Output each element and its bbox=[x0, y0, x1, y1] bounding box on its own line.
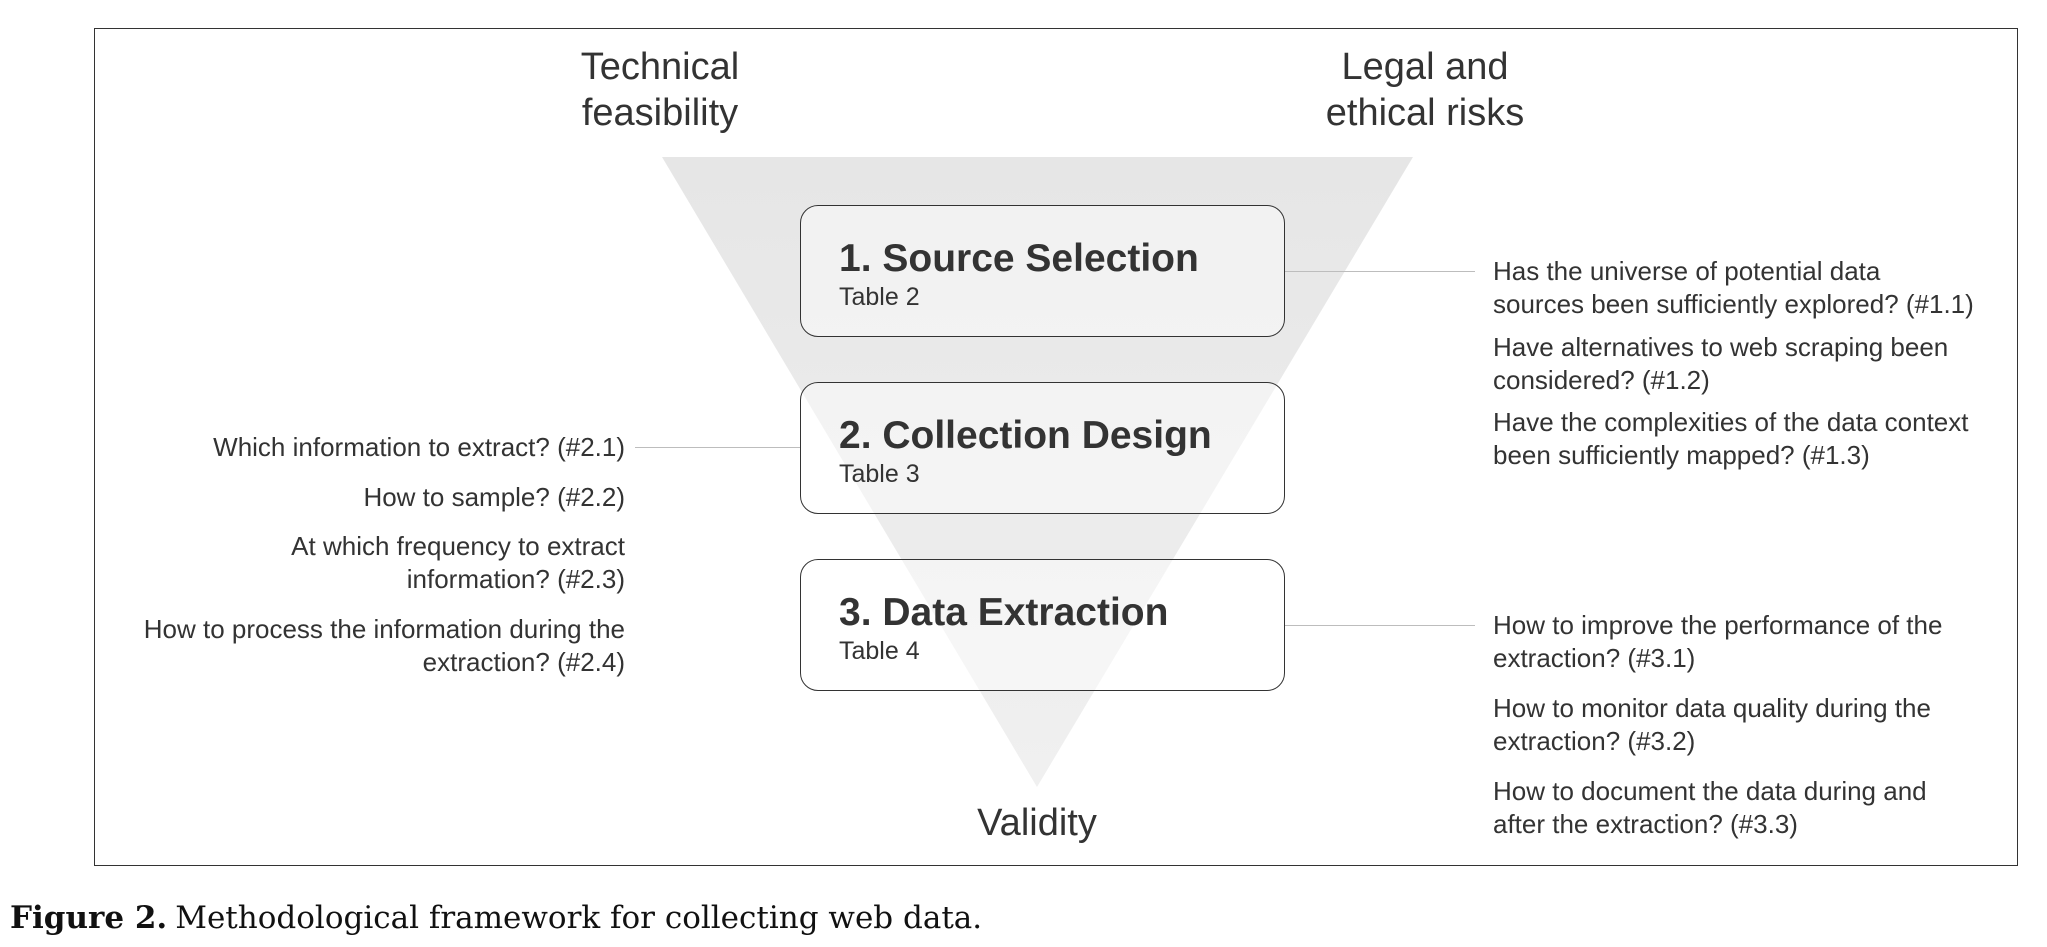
stage-table-ref: Table 3 bbox=[839, 460, 920, 488]
funnel-triangle bbox=[662, 157, 1413, 787]
question-line: information? (#2.3) bbox=[406, 564, 625, 594]
question-line: How to monitor data quality during the bbox=[1493, 693, 1931, 723]
stage-box-collection-design: 2. Collection Design Table 3 bbox=[800, 382, 1285, 514]
question-line: Which information to extract? (#2.1) bbox=[213, 432, 625, 462]
question-2-3: At which frequency to extract informatio… bbox=[60, 530, 625, 596]
stage-title: 1. Source Selection bbox=[839, 237, 1199, 280]
question-1-2: Have alternatives to web scraping been c… bbox=[1493, 331, 1948, 397]
question-1-3: Have the complexities of the data contex… bbox=[1493, 406, 1969, 472]
bottom-label-validity: Validity bbox=[977, 802, 1097, 844]
question-line: sources been sufficiently explored? (#1.… bbox=[1493, 289, 1974, 319]
stage-title: 2. Collection Design bbox=[839, 414, 1212, 457]
connector-source-selection bbox=[1285, 271, 1475, 272]
question-line: How to improve the performance of the bbox=[1493, 610, 1943, 640]
question-3-1: How to improve the performance of the ex… bbox=[1493, 609, 1942, 675]
question-line: extraction? (#3.2) bbox=[1493, 726, 1696, 756]
stage-box-data-extraction: 3. Data Extraction Table 4 bbox=[800, 559, 1285, 691]
question-line: How to process the information during th… bbox=[143, 614, 625, 644]
question-line: How to sample? (#2.2) bbox=[363, 482, 625, 512]
stage-title: 3. Data Extraction bbox=[839, 591, 1169, 634]
question-1-1: Has the universe of potential data sourc… bbox=[1493, 255, 1974, 321]
connector-collection-design bbox=[635, 447, 800, 448]
question-3-3: How to document the data during and afte… bbox=[1493, 775, 1927, 841]
figure-caption-text: Methodological framework for collecting … bbox=[175, 900, 983, 936]
corner-line: Legal and bbox=[1341, 46, 1509, 88]
stage-table-ref: Table 2 bbox=[839, 283, 920, 311]
figure-frame bbox=[94, 28, 2018, 866]
question-line: extraction? (#3.1) bbox=[1493, 643, 1696, 673]
figure-caption: Figure 2.Methodological framework for co… bbox=[10, 898, 982, 938]
question-line: Have the complexities of the data contex… bbox=[1493, 407, 1969, 437]
question-2-2: How to sample? (#2.2) bbox=[60, 481, 625, 514]
corner-line: Technical bbox=[580, 46, 740, 88]
corner-line: feasibility bbox=[581, 92, 739, 134]
question-3-2: How to monitor data quality during the e… bbox=[1493, 692, 1931, 758]
stage-table-ref: Table 4 bbox=[839, 637, 920, 665]
question-line: Has the universe of potential data bbox=[1493, 256, 1881, 286]
question-line: been sufficiently mapped? (#1.3) bbox=[1493, 440, 1870, 470]
stage-box-source-selection: 1. Source Selection Table 2 bbox=[800, 205, 1285, 337]
question-line: At which frequency to extract bbox=[291, 531, 625, 561]
question-line: extraction? (#2.4) bbox=[422, 647, 625, 677]
figure-caption-label: Figure 2. bbox=[10, 900, 168, 936]
question-2-1: Which information to extract? (#2.1) bbox=[60, 431, 625, 464]
question-line: after the extraction? (#3.3) bbox=[1493, 809, 1798, 839]
question-2-4: How to process the information during th… bbox=[60, 613, 625, 679]
question-line: considered? (#1.2) bbox=[1493, 365, 1710, 395]
connector-data-extraction bbox=[1285, 625, 1475, 626]
corner-label-technical-feasibility: Technical feasibility bbox=[560, 44, 760, 136]
question-line: How to document the data during and bbox=[1493, 776, 1927, 806]
corner-label-legal-ethical-risks: Legal and ethical risks bbox=[1295, 44, 1555, 136]
corner-line: ethical risks bbox=[1325, 92, 1525, 134]
question-line: Have alternatives to web scraping been bbox=[1493, 332, 1949, 362]
